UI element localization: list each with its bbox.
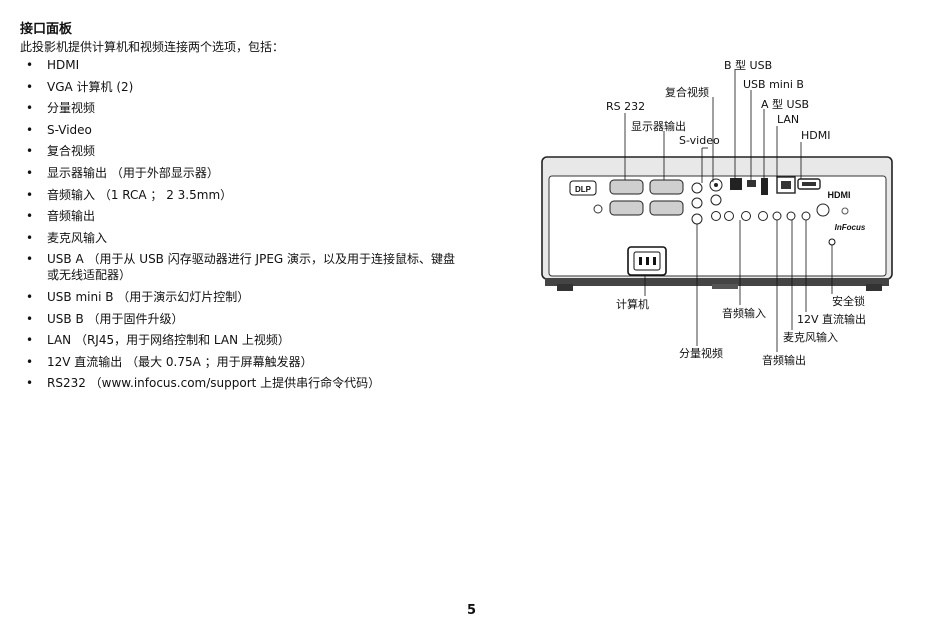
list-item: 音频输入 （1 RCA ； 2 3.5mm） — [20, 187, 460, 203]
hdmi-logo: HDMI — [828, 190, 851, 200]
intro-text: 此投影机提供计算机和视频连接两个选项，包括： — [20, 40, 285, 54]
label-usb-a: A 型 USB — [761, 98, 810, 111]
label-composite-video: 复合视频 — [665, 86, 709, 99]
label-lan: LAN — [777, 113, 800, 126]
page-number: 5 — [467, 603, 477, 618]
list-item: 分量视频 — [20, 100, 460, 116]
list-item: USB B （用于固件升级） — [20, 311, 460, 327]
label-dc-out: 12V 直流输出 — [797, 313, 867, 326]
list-item: USB mini B （用于演示幻灯片控制） — [20, 289, 460, 305]
label-security-lock: 安全锁 — [832, 295, 865, 308]
label-mic-in: 麦克风输入 — [783, 331, 838, 344]
list-item: 音频输出 — [20, 208, 460, 224]
label-s-video: S-video — [679, 134, 720, 147]
page-title: 接口面板 — [20, 22, 73, 37]
port-list: HDMI VGA 计算机 (2) 分量视频 S-Video 复合视频 显示器输出… — [20, 57, 460, 397]
label-rs232: RS 232 — [606, 100, 646, 113]
list-item: S-Video — [20, 122, 460, 138]
list-item: USB A （用于从 USB 闪存驱动器进行 JPEG 演示，以及用于连接鼠标、… — [20, 251, 460, 283]
dlp-logo: DLP — [575, 185, 592, 194]
list-item: 显示器输出 （用于外部显示器） — [20, 165, 460, 181]
label-monitor-out: 显示器输出 — [631, 120, 686, 133]
label-usb-mini-b: USB mini B — [743, 78, 804, 91]
label-computer: 计算机 — [616, 298, 649, 311]
infocus-logo: InFocus — [835, 223, 866, 232]
list-item: 复合视频 — [20, 143, 460, 159]
label-usb-b: B 型 USB — [724, 59, 773, 72]
list-item: RS232 （www.infocus.com/support 上提供串行命令代码… — [20, 375, 460, 391]
list-item: LAN （RJ45，用于网络控制和 LAN 上视频） — [20, 332, 460, 348]
label-audio-out: 音频输出 — [762, 354, 806, 367]
label-component-video: 分量视频 — [679, 347, 723, 360]
list-item: HDMI — [20, 57, 460, 73]
list-item: VGA 计算机 (2) — [20, 79, 460, 95]
label-audio-in: 音频输入 — [722, 307, 766, 320]
list-item: 12V 直流输出 （最大 0.75A ；用于屏幕触发器） — [20, 354, 460, 370]
label-hdmi: HDMI — [801, 129, 831, 142]
list-item: 麦克风输入 — [20, 230, 460, 246]
